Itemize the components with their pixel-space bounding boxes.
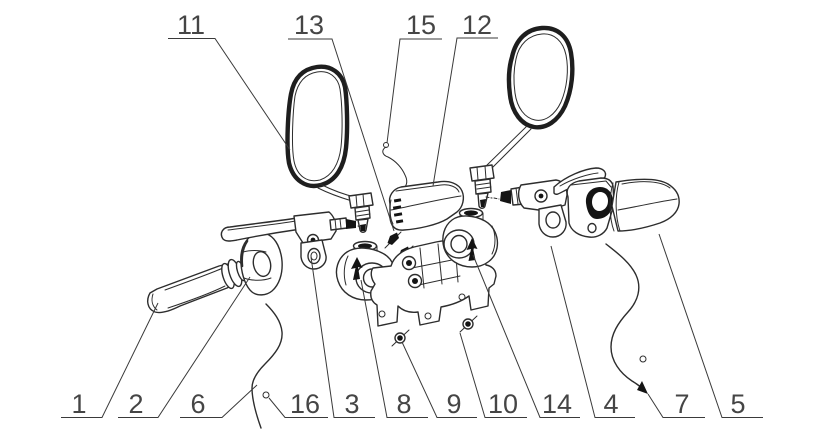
callout-number: 12	[462, 10, 492, 40]
callout-2: 2	[118, 276, 251, 419]
part-screw-right	[459, 315, 478, 333]
callout-number: 6	[190, 389, 205, 419]
cable-arrowhead	[637, 381, 648, 394]
callout-4: 4	[550, 245, 635, 419]
part-right-grip	[609, 178, 680, 232]
part-left-mirror	[285, 64, 374, 233]
part-knob	[240, 232, 283, 296]
callout-number: 13	[294, 10, 324, 40]
cable-clip-point	[262, 391, 270, 399]
part-screw-left	[391, 329, 410, 347]
callout-13: 13	[288, 10, 395, 232]
callout-1: 1	[61, 302, 159, 419]
cable-left	[251, 303, 283, 429]
callout-14: 14	[472, 254, 580, 419]
speedo-wire	[382, 146, 408, 189]
callout-9: 9	[401, 341, 477, 419]
callout-number: 16	[290, 389, 320, 419]
part-right-clamp	[442, 207, 499, 268]
cable-dot	[639, 355, 647, 363]
callout-number: 1	[71, 389, 86, 419]
cable-right	[605, 243, 648, 394]
callout-number: 5	[730, 389, 745, 419]
callout-12: 12	[432, 10, 498, 187]
part-right-mirror	[469, 25, 575, 209]
callout-16: 16	[268, 389, 328, 419]
part-switch-housing	[566, 177, 615, 238]
callout-11: 11	[168, 10, 291, 151]
left-mirror-glass	[285, 64, 350, 189]
callout-10: 10	[459, 332, 527, 419]
part-bolt-right-arrow	[466, 238, 478, 261]
callout-number: 7	[674, 389, 689, 419]
right-mirror-glass	[506, 25, 575, 130]
callout-15: 15	[386, 10, 442, 144]
callout-number: 2	[128, 389, 143, 419]
callout-5: 5	[658, 233, 763, 419]
callout-3: 3	[310, 256, 375, 419]
callout-8: 8	[360, 279, 428, 419]
callout-number: 14	[542, 389, 572, 419]
callout-number: 10	[488, 389, 518, 419]
callout-number: 9	[446, 389, 461, 419]
callout-number: 8	[396, 389, 411, 419]
callout-6: 6	[180, 384, 258, 419]
part-speedometer	[382, 142, 465, 231]
callout-number: 3	[344, 389, 359, 419]
part-bolt-left-arrow	[351, 257, 363, 280]
part-left-brake-lever	[220, 211, 364, 270]
callout-number: 4	[603, 389, 618, 419]
callout-7: 7	[647, 389, 705, 419]
callouts: 11 13 15 12 1 2 6 16	[61, 10, 763, 419]
callout-number: 15	[406, 10, 436, 40]
callout-number: 11	[177, 10, 205, 40]
